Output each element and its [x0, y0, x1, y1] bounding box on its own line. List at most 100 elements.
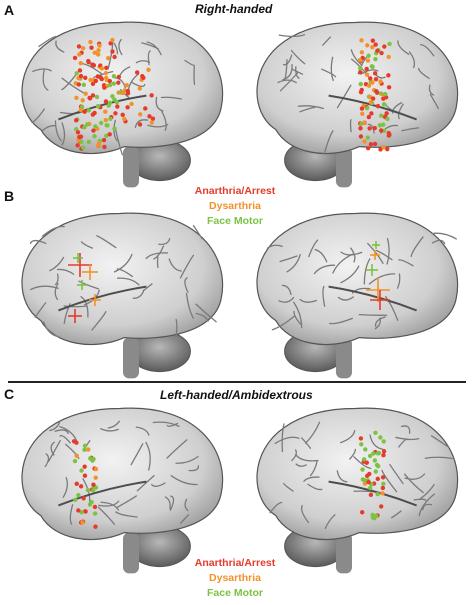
stimulation-site	[373, 56, 378, 62]
sulcus	[145, 252, 169, 260]
cortex	[21, 21, 224, 155]
stimulation-site	[360, 111, 365, 117]
sulcus	[297, 105, 325, 110]
sulcus	[353, 456, 372, 470]
sulcus	[408, 51, 416, 69]
sulcus	[195, 303, 217, 323]
stimulation-site	[115, 104, 120, 109]
sulcus	[44, 453, 50, 468]
sulcus	[300, 505, 310, 524]
sulcus	[160, 96, 182, 100]
sulcus	[130, 443, 144, 466]
brainstem	[336, 532, 352, 574]
sulcus	[284, 59, 288, 80]
sulcus	[155, 96, 164, 112]
sulcus	[96, 235, 117, 249]
stimulation-site	[78, 73, 84, 79]
stimulation-site	[83, 91, 88, 96]
sulcus	[279, 255, 298, 263]
sulcus	[281, 423, 285, 453]
stimulation-site	[79, 139, 84, 145]
sulcus	[395, 436, 420, 441]
section-divider	[8, 381, 466, 383]
legend-face-motor: Face Motor	[206, 587, 263, 599]
sulcus	[290, 49, 306, 65]
stimulation-site	[386, 54, 391, 60]
stimulation-site	[96, 141, 102, 146]
sulcus	[188, 465, 200, 472]
stimulation-site	[107, 78, 113, 84]
stimulation-site	[368, 100, 374, 105]
stimulation-site	[364, 72, 370, 77]
stimulation-site	[98, 120, 104, 126]
sulcus	[153, 245, 165, 260]
stimulation-site	[104, 65, 109, 71]
stimulation-site	[129, 101, 134, 107]
stimulation-site	[374, 89, 379, 94]
stimulation-site	[73, 497, 78, 503]
stimulation-site	[89, 499, 94, 505]
stimulation-site	[75, 143, 80, 148]
stimulation-site	[386, 85, 392, 90]
sulcus	[34, 302, 47, 318]
sulcus	[278, 296, 295, 303]
sulcus	[329, 317, 354, 325]
stimulation-site	[380, 475, 386, 480]
stimulation-site	[372, 71, 378, 76]
sulcus	[397, 40, 410, 55]
sulcus	[358, 313, 388, 316]
stimulation-site	[381, 96, 386, 101]
stimulation-site	[73, 118, 79, 123]
stimulation-site	[367, 453, 373, 459]
stimulation-site	[107, 82, 113, 88]
stimulation-site	[373, 430, 378, 435]
sulcus	[303, 476, 320, 482]
stimulation-site	[120, 90, 126, 96]
stimulation-site	[86, 139, 92, 145]
sulcus	[340, 265, 360, 284]
sulcus	[32, 68, 52, 72]
sulcus	[113, 42, 119, 55]
stimulation-site	[371, 451, 376, 456]
stimulation-site	[387, 41, 392, 47]
sulcus	[135, 426, 150, 436]
stimulation-site	[370, 80, 375, 85]
sulcus	[368, 273, 396, 285]
sulcus	[93, 70, 114, 78]
stimulation-site	[78, 484, 84, 489]
stimulation-site	[375, 476, 380, 482]
stimulation-site	[387, 132, 392, 137]
sulcus	[91, 310, 107, 331]
stimulation-site	[77, 68, 83, 73]
stimulation-site	[84, 122, 90, 127]
sulcus	[61, 72, 78, 91]
stimulation-site	[104, 75, 109, 81]
sulcus	[38, 35, 57, 48]
sulcus	[324, 514, 336, 530]
stimulation-site	[363, 447, 368, 452]
sulcus	[391, 102, 403, 114]
brain-hemisphere	[21, 212, 224, 379]
sulcus	[117, 277, 140, 286]
stimulation-site	[75, 130, 81, 135]
sulcus	[271, 315, 295, 331]
stimulation-site	[125, 105, 130, 110]
stimulation-site	[96, 48, 101, 53]
stimulation-site	[83, 75, 88, 81]
stimulation-site	[93, 124, 98, 129]
sulcus	[299, 106, 316, 113]
stimulation-site	[110, 49, 115, 54]
sulcus	[161, 110, 167, 131]
stimulation-site	[79, 509, 84, 515]
stimulation-site	[76, 492, 81, 498]
stimulation-site	[116, 80, 121, 85]
sulcus	[113, 253, 133, 273]
sulcus	[381, 469, 398, 493]
stimulation-site	[381, 102, 387, 107]
sulcus	[308, 239, 319, 258]
stimulation-site	[359, 50, 365, 55]
sulcus	[340, 251, 363, 256]
sulcus	[115, 511, 138, 518]
stimulation-site	[88, 39, 93, 45]
